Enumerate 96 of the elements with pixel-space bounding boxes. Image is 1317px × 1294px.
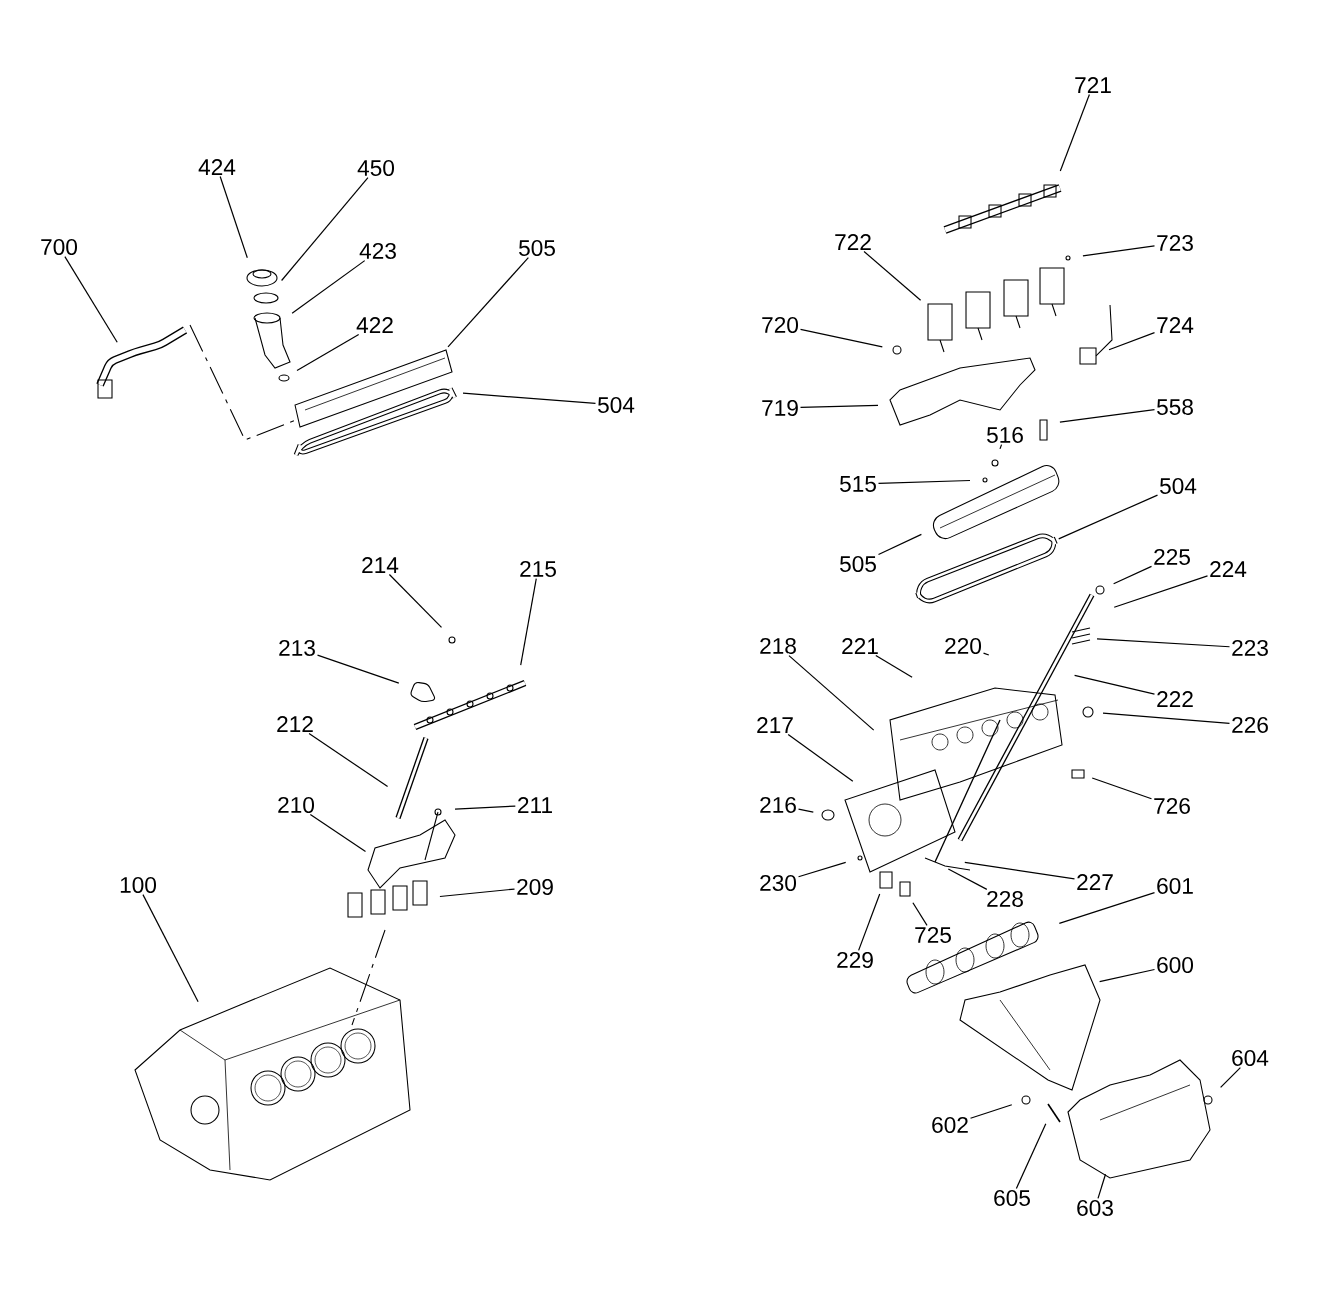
callout-number: 604 [1232, 1049, 1269, 1067]
leader-line [788, 655, 875, 731]
leader-line [462, 392, 597, 405]
callout-number: 228 [987, 890, 1023, 908]
callout-number: 100 [120, 876, 157, 894]
leader-line [863, 250, 922, 301]
leader-line [797, 808, 814, 813]
leader-line [291, 260, 366, 314]
callout-number: 603 [1077, 1199, 1113, 1217]
callout-number: 226 [1232, 716, 1268, 734]
callout-number: 227 [1077, 874, 1113, 890]
leader-line [316, 654, 400, 684]
leader-line [296, 333, 360, 372]
leader-line [281, 177, 369, 282]
callout-number: 210 [278, 796, 315, 814]
leader-line [799, 404, 879, 409]
leader-line [219, 175, 248, 259]
callout-number: 504 [1160, 477, 1197, 495]
leader-line [799, 328, 883, 348]
callout-number: 209 [517, 878, 553, 896]
callout-number: 721 [1075, 77, 1111, 93]
leader-line [877, 533, 922, 556]
leader-line [447, 257, 529, 348]
leader-line [787, 733, 854, 782]
leader-line [1058, 892, 1156, 924]
leader-line [875, 654, 913, 678]
callout-number: 213 [279, 639, 315, 657]
leader-line [439, 888, 516, 898]
callout-number: 726 [1154, 797, 1190, 815]
callout-number: 214 [362, 557, 399, 573]
leader-line [912, 902, 928, 926]
callout-number: 424 [198, 159, 236, 175]
callout-number: 720 [762, 316, 799, 334]
leader-line [1059, 93, 1090, 172]
leader-line [309, 814, 367, 853]
leader-line [64, 256, 118, 343]
leader-line [142, 894, 199, 1003]
callout-number: 222 [1157, 691, 1193, 707]
callout-number: 602 [932, 1116, 968, 1134]
callout-number: 211 [518, 797, 552, 813]
callout-number: 221 [842, 638, 878, 654]
leader-line [1113, 565, 1153, 585]
leader-line [1099, 968, 1156, 983]
callout-number: 218 [760, 637, 796, 655]
callout-number: 215 [520, 560, 556, 578]
callout-number: 722 [835, 234, 871, 250]
leader-line [947, 868, 988, 890]
leader-line [1059, 409, 1156, 423]
callout-number: 600 [1157, 956, 1194, 974]
callout-number: 229 [837, 951, 873, 969]
callout-number: 212 [277, 716, 313, 732]
callout-number: 605 [994, 1189, 1030, 1207]
leader-line [454, 805, 516, 810]
leader-line [858, 893, 881, 951]
callout-number: 719 [762, 399, 798, 417]
callout-number: 224 [1210, 561, 1247, 577]
leader-line [1113, 575, 1209, 608]
leader-line [1102, 712, 1231, 724]
callout-number: 225 [1154, 548, 1190, 566]
callout-number: 723 [1157, 234, 1193, 252]
callout-number: 217 [757, 717, 793, 733]
leader-line [1015, 1123, 1047, 1189]
leader-line [1220, 1067, 1241, 1088]
leader-line [1082, 245, 1156, 257]
callout-number: 725 [915, 926, 951, 944]
leader-line [797, 861, 847, 878]
callout-number: 220 [945, 637, 982, 655]
leader-line [388, 573, 443, 628]
leader-line [1108, 332, 1156, 351]
leader-line [1074, 674, 1156, 695]
leader-line [969, 1104, 1013, 1119]
leader-line [1097, 1173, 1107, 1199]
leader-line [999, 444, 1003, 450]
leader-line [520, 578, 537, 666]
leader-line [1096, 638, 1231, 648]
callout-number: 505 [519, 239, 555, 257]
callout-number: 505 [840, 555, 876, 573]
leader-line [308, 732, 389, 788]
callout-number: 601 [1157, 877, 1193, 895]
callout-number: 223 [1232, 639, 1268, 657]
leader-line [982, 652, 990, 656]
callout-number: 724 [1157, 317, 1194, 333]
callout-number: 558 [1157, 398, 1193, 416]
leader-line [964, 861, 1076, 880]
callout-number: 515 [840, 476, 876, 492]
leader-line [1091, 777, 1153, 800]
leader-line [1058, 494, 1159, 540]
callout-number: 504 [598, 396, 635, 414]
callout-number: 516 [987, 426, 1023, 444]
callout-number: 423 [359, 242, 396, 260]
callout-number: 230 [760, 874, 797, 892]
callout-number: 700 [41, 238, 78, 256]
callout-number: 216 [760, 796, 796, 814]
leader-line [877, 479, 971, 484]
callout-number: 450 [357, 159, 395, 177]
callout-number: 422 [356, 317, 393, 333]
